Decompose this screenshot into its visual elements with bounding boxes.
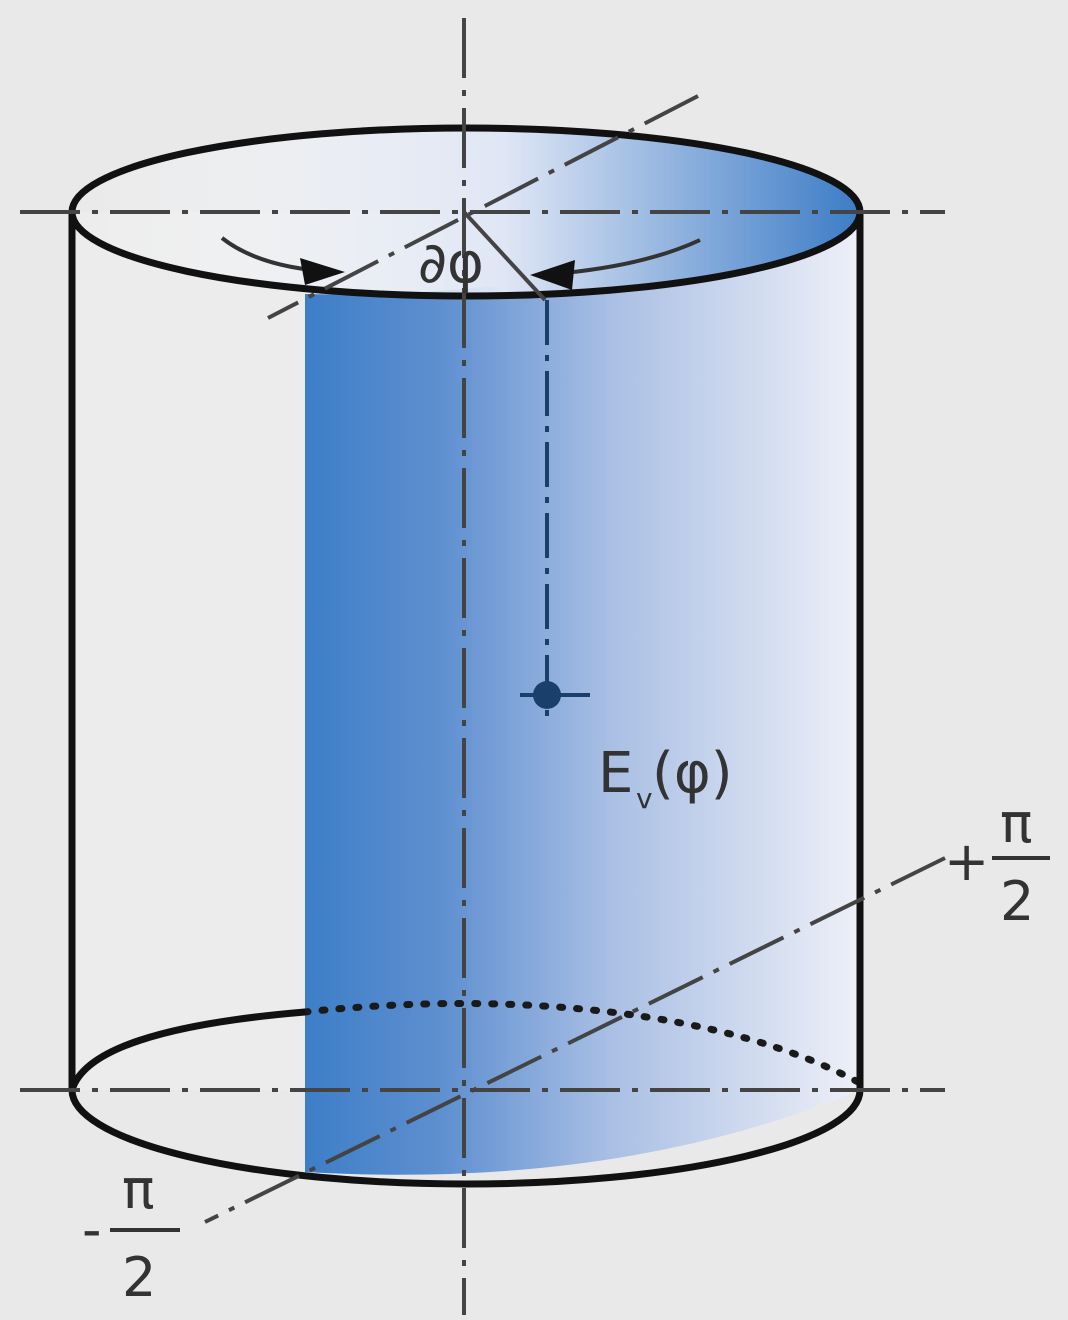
- intensity-label: E v (φ): [598, 741, 733, 815]
- angle-label: ∂φ: [418, 231, 484, 296]
- top-two: 2: [1000, 870, 1034, 933]
- angle-arrow-left: [300, 258, 345, 285]
- angle-arrow-right: [530, 260, 575, 290]
- top-diagonal-axis: [267, 94, 699, 320]
- plus-pi-over-2-label: + π 2: [944, 792, 1050, 933]
- minus-sign: -: [82, 1198, 102, 1261]
- bottom-back-solid: [68, 1008, 306, 1092]
- angle-ray: [462, 210, 547, 302]
- intensity-label-arg: (φ): [652, 741, 733, 806]
- intensity-point: [520, 681, 590, 709]
- intensity-label-sub: v: [636, 782, 653, 815]
- bottom-two: 2: [122, 1246, 156, 1309]
- minus-pi-over-2-label: - π 2: [82, 1158, 180, 1309]
- bottom-back-edge: [301, 1000, 862, 1086]
- bottom-pi: π: [122, 1158, 155, 1221]
- intensity-label-main: E: [598, 741, 633, 806]
- bottom-diagonal-axis: [204, 856, 946, 1224]
- bottom-front-edge: [68, 1089, 864, 1188]
- top-pi: π: [1000, 792, 1033, 855]
- plus-sign: +: [944, 830, 989, 893]
